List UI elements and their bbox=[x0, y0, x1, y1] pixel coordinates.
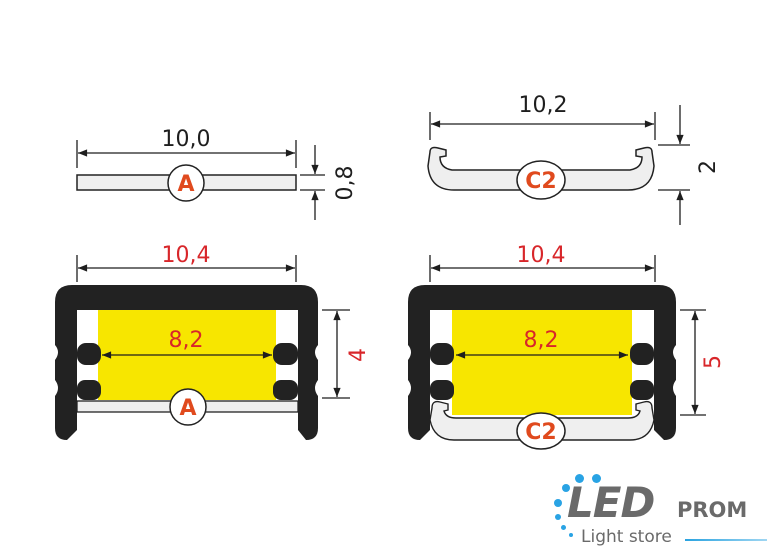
aluminium-profile-body bbox=[408, 285, 676, 440]
cover-tag: A bbox=[177, 172, 194, 197]
logo-led-text: LED bbox=[567, 478, 655, 527]
aluminium-profile-body bbox=[55, 285, 318, 440]
logo-tagline: Light store bbox=[581, 527, 672, 547]
inner-width-label: 8,2 bbox=[524, 328, 559, 353]
width-label: 10,4 bbox=[162, 243, 211, 268]
width-label: 10,2 bbox=[519, 93, 568, 118]
logo-prom-text: PROM bbox=[677, 498, 748, 522]
profile-with-cover-c2: 10,4 8,2 C2 5 bbox=[408, 243, 726, 450]
thickness-label: 0,8 bbox=[333, 166, 358, 201]
logo-underline bbox=[685, 539, 767, 541]
height-label: 4 bbox=[346, 348, 371, 362]
ledprom-logo: LED PROM Light store bbox=[545, 472, 768, 550]
c2-cover-strip bbox=[427, 146, 655, 191]
width-label: 10,0 bbox=[162, 127, 211, 152]
cover-c2-curved: 10,2 C2 2 bbox=[427, 93, 721, 225]
cover-tag: C2 bbox=[525, 169, 556, 194]
led-strip-area bbox=[452, 310, 632, 415]
inner-width-label: 8,2 bbox=[169, 328, 204, 353]
cover-a-flat: 10,0 A 0,8 bbox=[76, 127, 358, 220]
cover-tag: C2 bbox=[525, 420, 556, 445]
cover-tag: A bbox=[179, 396, 196, 421]
height-label: 2 bbox=[696, 160, 721, 174]
height-label: 5 bbox=[701, 355, 726, 369]
tag-circle bbox=[167, 164, 205, 202]
profile-with-cover-a: 10,4 8,2 A 4 bbox=[55, 243, 371, 440]
width-label: 10,4 bbox=[517, 243, 566, 268]
